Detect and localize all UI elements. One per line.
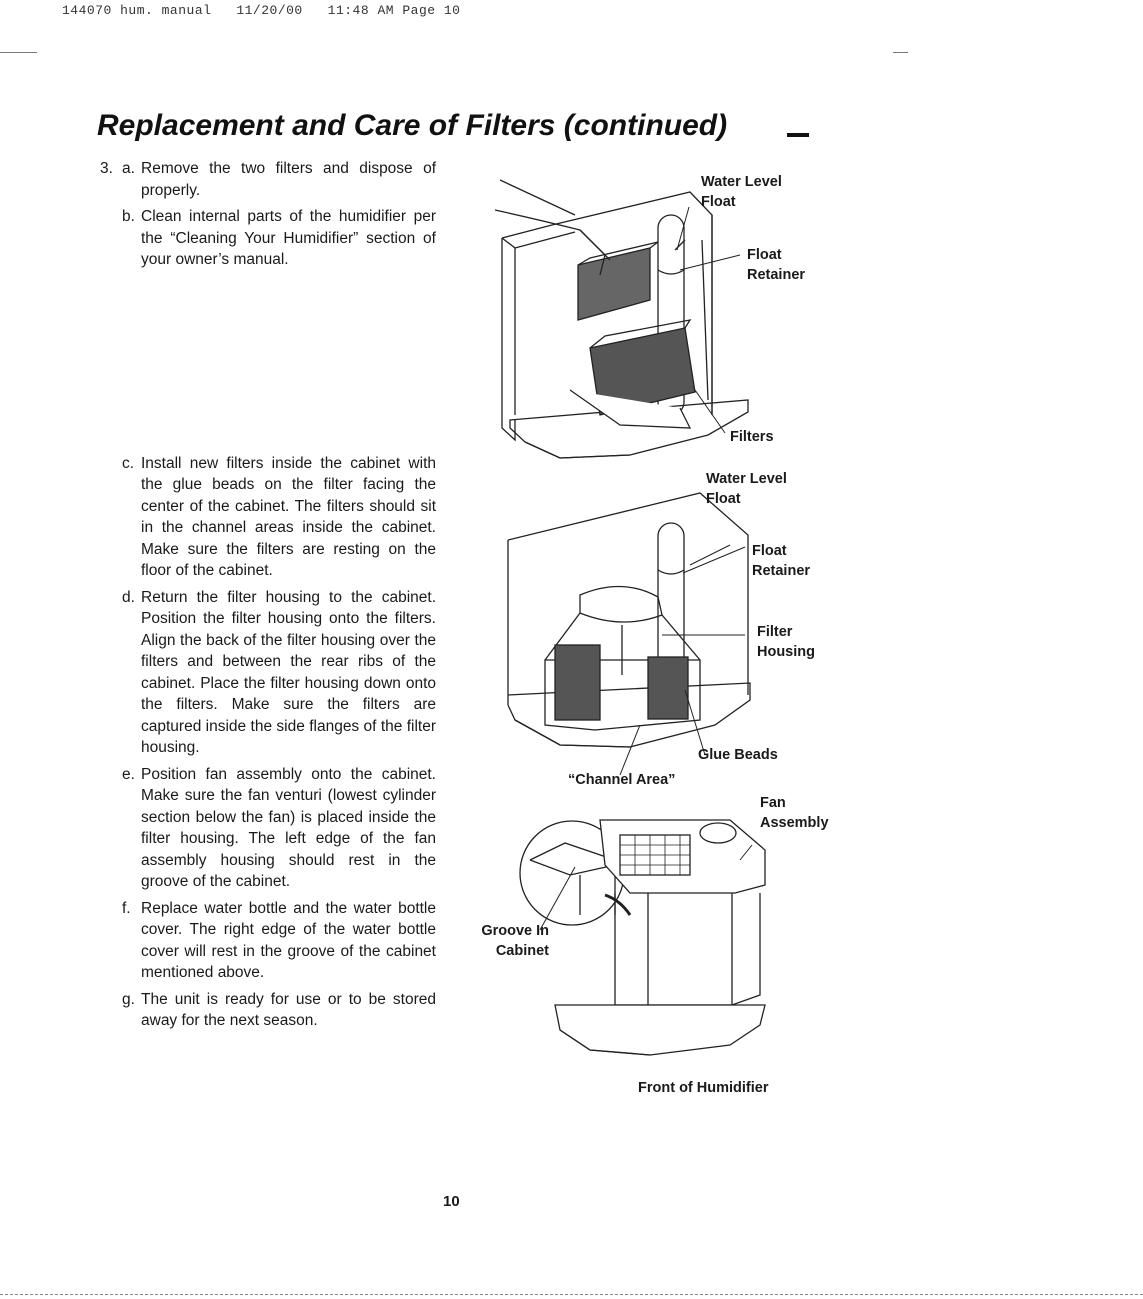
label-groove-in-cabinet: Groove In Cabinet xyxy=(481,923,549,959)
step-text: Return the filter housing to the cabinet… xyxy=(141,588,436,757)
label-fan-assembly: Fan Assembly xyxy=(760,795,829,831)
step-letter: e. xyxy=(122,765,135,783)
print-slug: 144070 hum. manual 11/20/00 11:48 AM Pag… xyxy=(62,3,461,18)
step-letter: f. xyxy=(122,899,131,917)
step-c: c. Install new filters inside the cabine… xyxy=(100,453,436,582)
step-g: g. The unit is ready for use or to be st… xyxy=(100,989,436,1032)
page-title: Replacement and Care of Filters (continu… xyxy=(97,109,728,142)
step-b: b. Clean internal parts of the humidifie… xyxy=(100,206,436,271)
step-number: 3. xyxy=(100,160,113,177)
figure-fan-assembly xyxy=(519,819,766,1056)
step-text: Remove the two filters and dispose of pr… xyxy=(141,160,436,199)
step-text: Install new filters inside the cabinet w… xyxy=(141,454,436,580)
step-a: 3. a. Remove the two filters and dispose… xyxy=(100,158,436,201)
figure-remove-filters xyxy=(494,179,749,459)
step-d: d. Return the filter housing to the cabi… xyxy=(100,587,436,759)
title-rule xyxy=(787,133,809,137)
step-letter: d. xyxy=(122,588,135,606)
bottom-trim-line xyxy=(0,1294,1143,1295)
label-water-level-float: Water Level Float xyxy=(701,174,782,210)
step-text: Replace water bottle and the water bottl… xyxy=(141,899,436,982)
page-number: 10 xyxy=(443,1193,460,1210)
label-channel-area: “Channel Area” xyxy=(568,772,676,788)
label-float-retainer: Float Retainer xyxy=(747,247,806,283)
step-f: f. Replace water bottle and the water bo… xyxy=(100,898,436,984)
label-filter-housing: Filter Housing xyxy=(757,624,815,660)
label-glue-beads: Glue Beads xyxy=(698,747,778,763)
instruction-steps: 3. a. Remove the two filters and dispose… xyxy=(100,158,436,1032)
step-letter: g. xyxy=(122,990,135,1008)
label-float-retainer: Float Retainer xyxy=(752,543,811,579)
step-letter: c. xyxy=(122,454,135,472)
label-filters: Filters xyxy=(730,429,774,445)
crop-mark-right xyxy=(893,52,908,53)
label-front-of-humidifier: Front of Humidifier xyxy=(638,1080,769,1096)
step-text: The unit is ready for use or to be store… xyxy=(141,990,436,1030)
label-water-level-float: Water Level Float xyxy=(706,471,787,507)
step-letter: a. xyxy=(122,160,135,177)
figure-filter-housing xyxy=(507,492,751,776)
step-e: e. Position fan assembly onto the cabine… xyxy=(100,764,436,893)
step-letter: b. xyxy=(122,208,135,225)
step-text: Position fan assembly onto the cabinet. … xyxy=(141,765,436,891)
step-text: Clean internal parts of the humidifier p… xyxy=(141,208,436,268)
crop-mark-left xyxy=(0,52,37,53)
